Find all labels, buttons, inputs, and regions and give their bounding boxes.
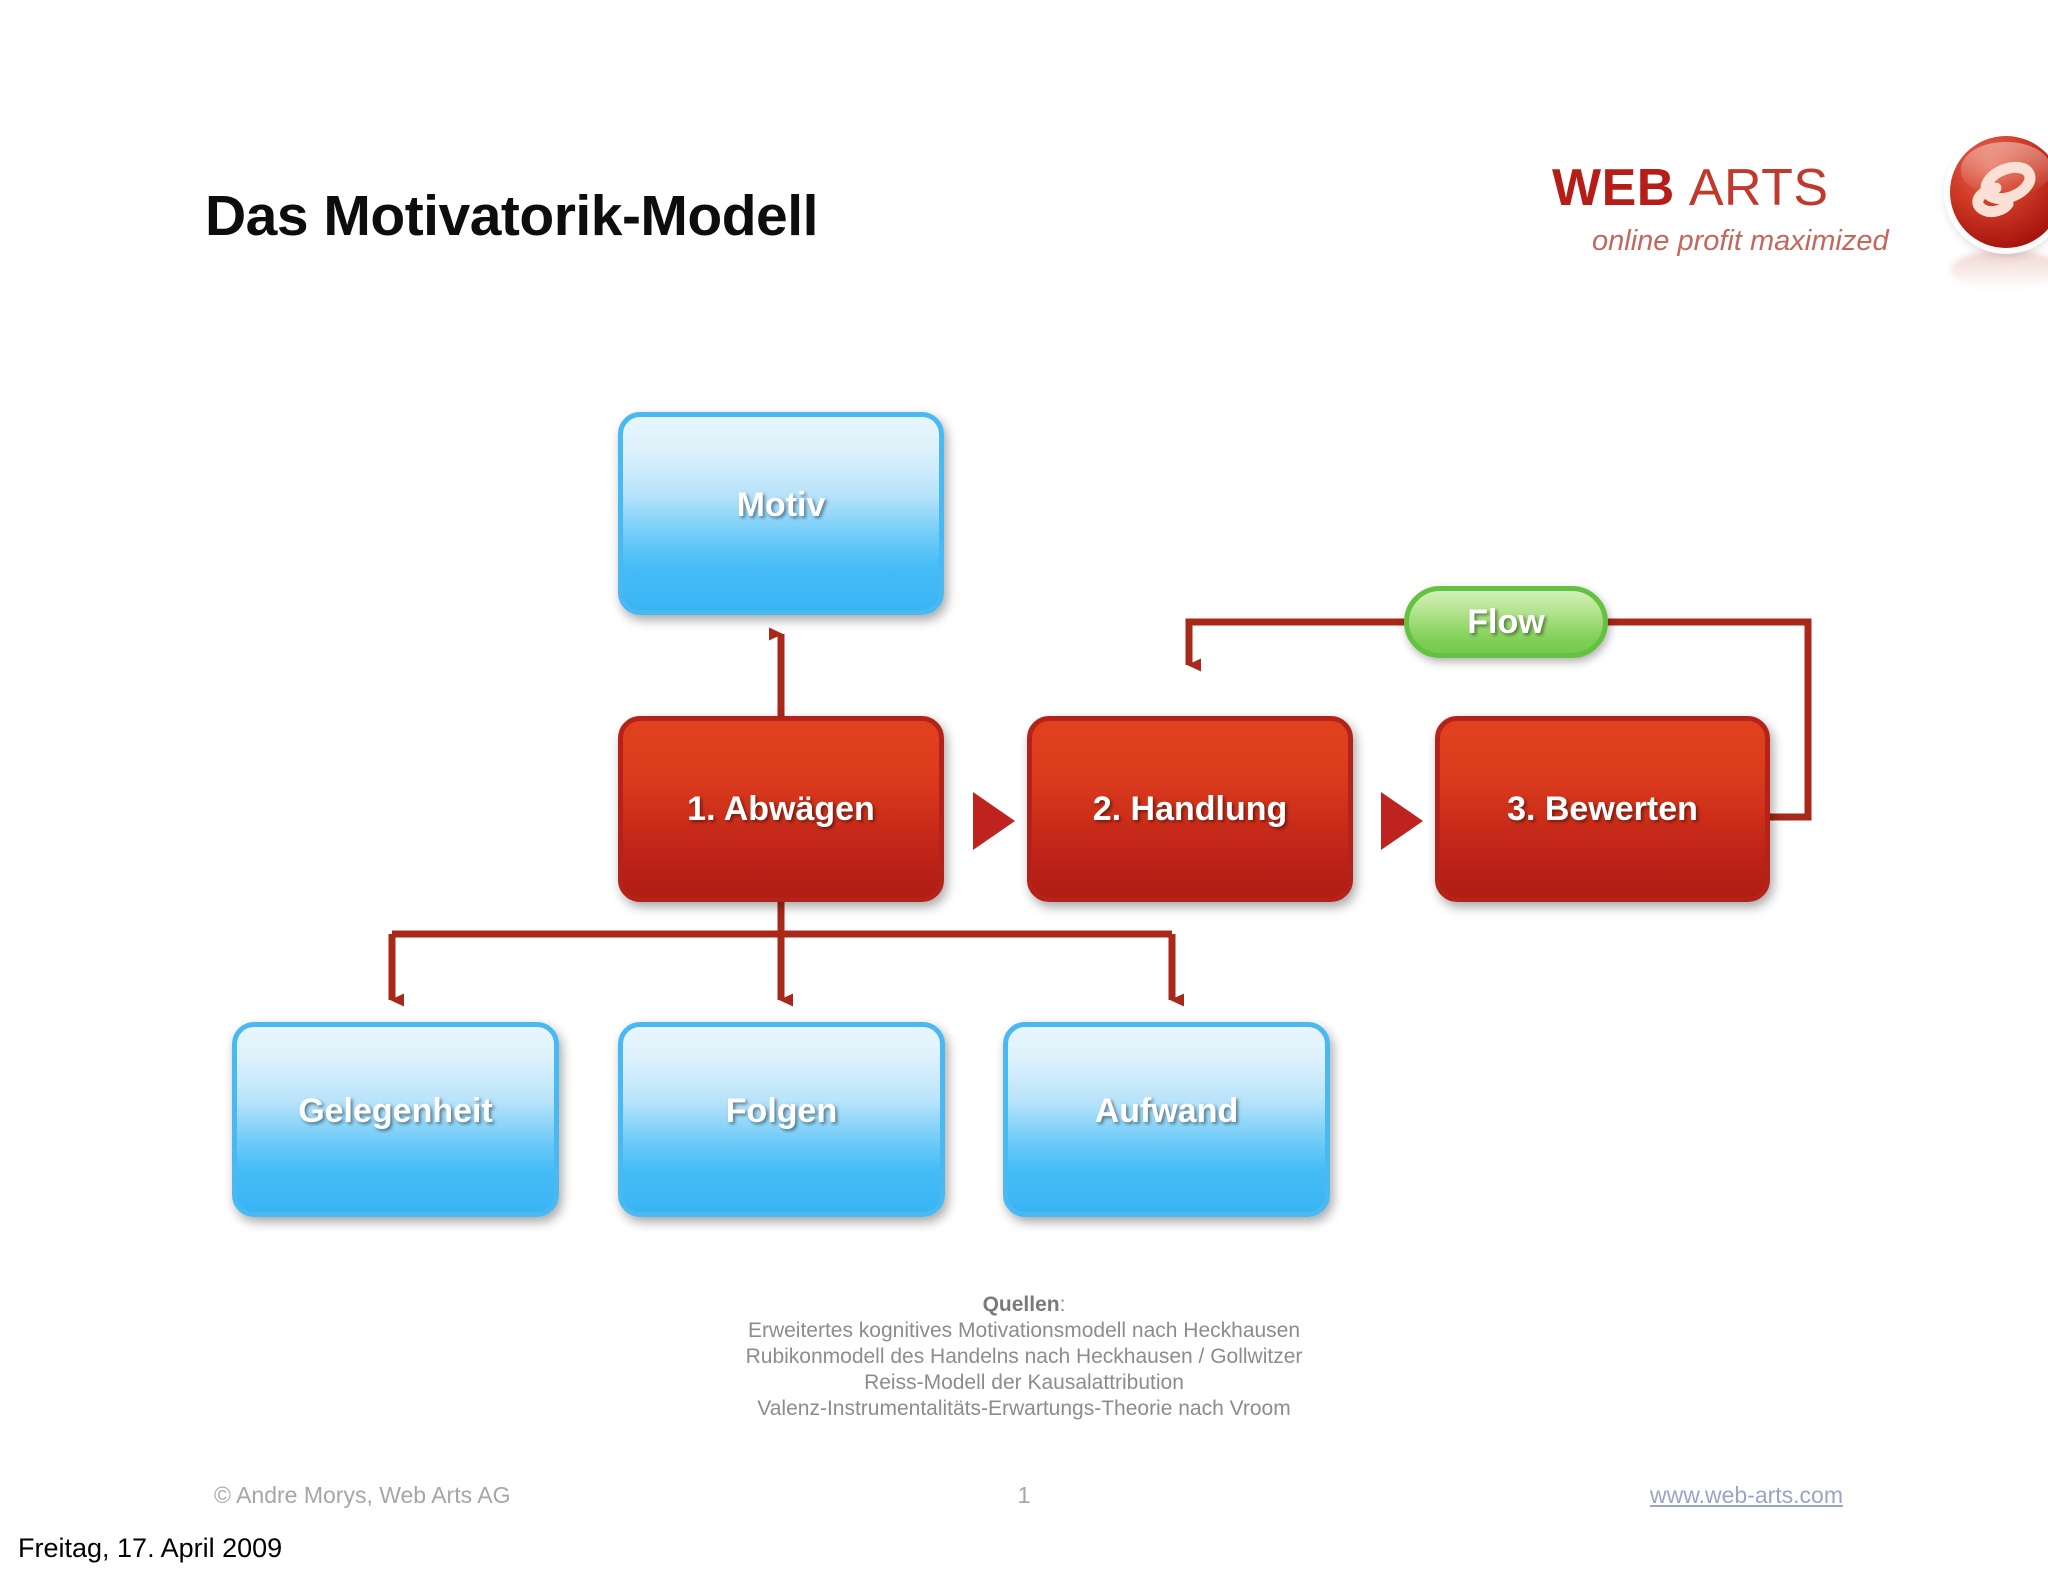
- node-flow-label: Flow: [1467, 602, 1545, 641]
- node-motiv[interactable]: Motiv: [618, 412, 944, 615]
- logo-tagline: online profit maximized: [1592, 225, 1889, 257]
- node-motiv-label: Motiv: [736, 486, 826, 524]
- node-handlung-label: 2. Handlung: [1092, 789, 1288, 828]
- node-aufwand[interactable]: Aufwand: [1003, 1022, 1330, 1217]
- logo-word-arts: ARTS: [1688, 159, 1829, 217]
- sources-heading-suffix: :: [1059, 1293, 1066, 1316]
- node-bewerten-label: 3. Bewerten: [1507, 789, 1698, 828]
- footer-website-link[interactable]: www.web-arts.com: [1650, 1482, 1843, 1508]
- node-flow[interactable]: Flow: [1404, 586, 1608, 658]
- logo-word-web: WEB: [1552, 159, 1675, 217]
- node-gelegenheit-label: Gelegenheit: [298, 1092, 493, 1130]
- connector-abwaegen-to-subfactors: [388, 900, 1184, 1007]
- link-loop-glyph: [1972, 161, 2036, 218]
- sources-line: Erweitertes kognitives Motivationsmodell…: [747, 1319, 1301, 1342]
- slide-footer: © Andre Morys, Web Arts AG 1 www.web-art…: [205, 1482, 1843, 1514]
- triangle-arrow-icon-1: [973, 792, 1015, 850]
- sources-line: Valenz-Instrumentalitäts-Erwartungs-Theo…: [757, 1397, 1291, 1420]
- sources-heading: Quellen: [982, 1293, 1060, 1316]
- sources-heading-row: Quellen:: [0, 1292, 2048, 1318]
- node-bewerten[interactable]: 3. Bewerten: [1435, 716, 1770, 902]
- link-loop-icon: [1950, 136, 2048, 248]
- footer-copyright: © Andre Morys, Web Arts AG: [214, 1482, 511, 1508]
- node-folgen[interactable]: Folgen: [618, 1022, 945, 1217]
- node-aufwand-label: Aufwand: [1094, 1092, 1239, 1130]
- triangle-arrow-icon-2: [1381, 792, 1423, 850]
- page-title: Das Motivatorik-Modell: [205, 184, 818, 248]
- node-abwaegen-label: 1. Abwägen: [687, 789, 875, 828]
- logo-badge-reflection: [1950, 250, 2048, 290]
- footer-page-number: 1: [1017, 1482, 1031, 1508]
- node-folgen-label: Folgen: [725, 1092, 838, 1130]
- diagram-connectors: [388, 618, 1812, 1007]
- connector-flow-feedback-loop: [1185, 618, 1812, 821]
- motivation-model-diagram: Motiv 1. Abwägen 2. Handlung 3. Bewerten…: [232, 412, 1812, 1217]
- slide-date-label: Freitag, 17. April 2009: [18, 1533, 283, 1563]
- sources-line: Reiss-Modell der Kausalattribution: [864, 1371, 1184, 1394]
- node-abwaegen[interactable]: 1. Abwägen: [618, 716, 944, 902]
- node-handlung[interactable]: 2. Handlung: [1027, 716, 1353, 902]
- sources-line: Rubikonmodell des Handelns nach Heckhaus…: [745, 1345, 1303, 1368]
- sources-block: Quellen: Erweitertes kognitives Motivati…: [0, 1292, 2048, 1422]
- node-gelegenheit[interactable]: Gelegenheit: [232, 1022, 559, 1217]
